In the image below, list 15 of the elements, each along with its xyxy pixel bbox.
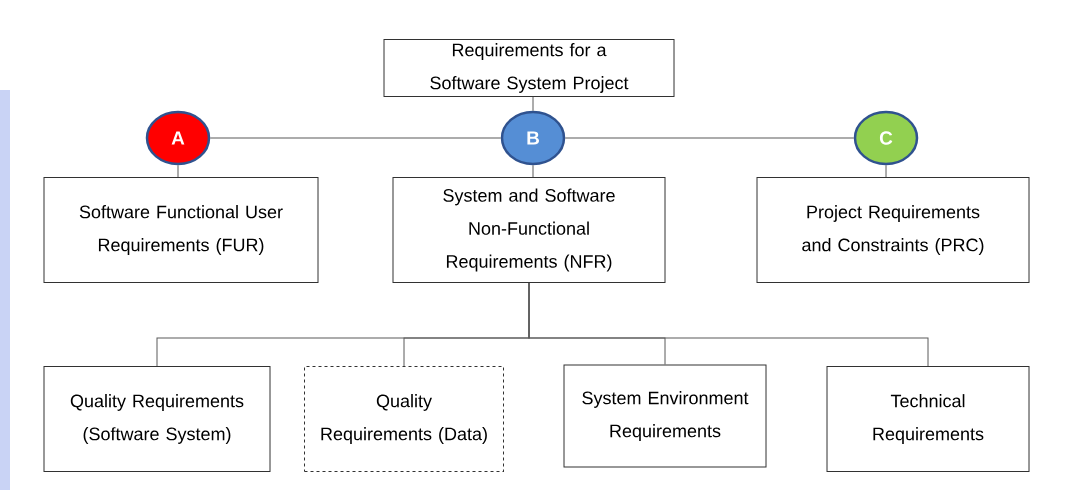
connector-line bbox=[209, 137, 502, 139]
process-box: Technical Requirements bbox=[826, 366, 1030, 472]
connector-line bbox=[177, 164, 179, 178]
connector-line bbox=[532, 96, 534, 112]
connector-line bbox=[532, 164, 534, 178]
connector-line bbox=[564, 137, 855, 139]
process-box: Requirements for a Software System Project bbox=[383, 39, 675, 97]
connector-line bbox=[528, 282, 929, 367]
process-box: System and Software Non-Functional Requirements (NFR) bbox=[392, 177, 666, 283]
connector-line bbox=[885, 164, 887, 178]
process-box: Software Functional User Requirements (FUR) bbox=[43, 177, 319, 283]
process-box: Quality Requirements (Software System) bbox=[43, 366, 271, 472]
dashed-box: Quality Requirements (Data) bbox=[304, 366, 504, 472]
process-box: Project Requirements and Constraints (PRC) bbox=[756, 177, 1030, 283]
process-box: System Environment Requirements bbox=[563, 364, 767, 468]
